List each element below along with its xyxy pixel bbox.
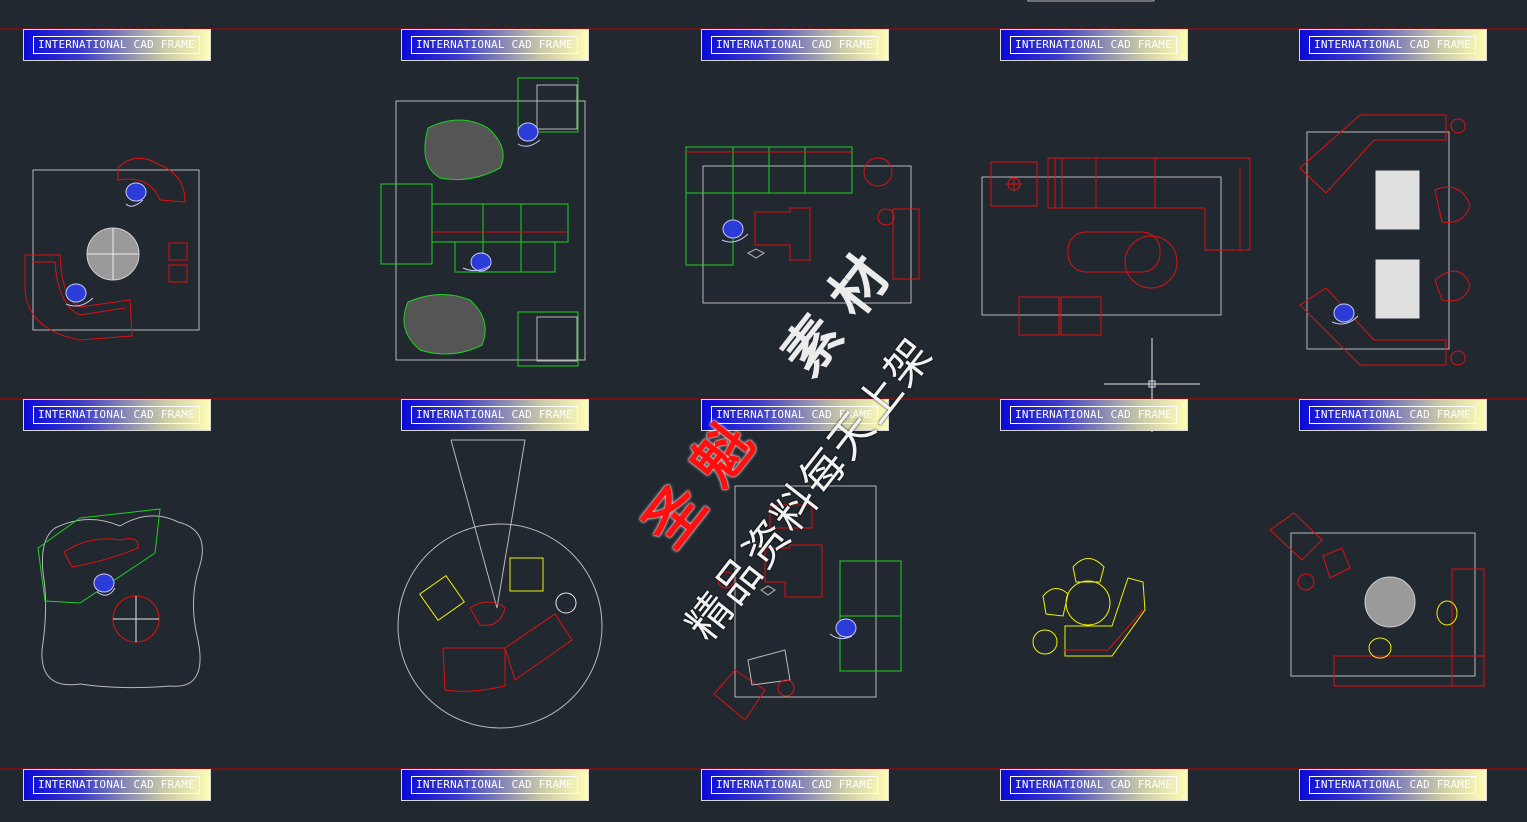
person-marker-icon xyxy=(125,182,147,207)
frame-title-block[interactable]: INTERNATIONAL CAD FRAME xyxy=(701,399,889,431)
frame-title-block[interactable]: INTERNATIONAL CAD FRAME xyxy=(701,769,889,801)
frame-title-block[interactable]: INTERNATIONAL CAD FRAME xyxy=(1299,29,1487,61)
frame-title-text: INTERNATIONAL CAD FRAME xyxy=(1309,776,1476,794)
frame-title-block[interactable]: INTERNATIONAL CAD FRAME xyxy=(1000,399,1188,431)
frame-title-text: INTERNATIONAL CAD FRAME xyxy=(33,776,200,794)
frame-title-block[interactable]: INTERNATIONAL CAD FRAME xyxy=(1000,29,1188,61)
person-marker-icon xyxy=(93,573,116,596)
frame-title-block[interactable]: INTERNATIONAL CAD FRAME xyxy=(23,769,211,801)
frame-title-text: INTERNATIONAL CAD FRAME xyxy=(711,776,878,794)
frame-title-block[interactable]: INTERNATIONAL CAD FRAME xyxy=(701,29,889,61)
frame-title-text: INTERNATIONAL CAD FRAME xyxy=(711,406,878,424)
frame-title-text: INTERNATIONAL CAD FRAME xyxy=(1010,406,1177,424)
frame-title-block[interactable]: INTERNATIONAL CAD FRAME xyxy=(1299,769,1487,801)
frame-title-text: INTERNATIONAL CAD FRAME xyxy=(1309,406,1476,424)
plan-1-round-table-lounge[interactable] xyxy=(24,157,200,341)
plan-9-dining-corner[interactable] xyxy=(1032,558,1146,657)
plan-4-l-sofa[interactable] xyxy=(981,157,1251,336)
plan-7-round-room[interactable] xyxy=(397,439,603,729)
partial-frame-top xyxy=(1027,0,1155,2)
frame-title-text: INTERNATIONAL CAD FRAME xyxy=(411,776,578,794)
frame-title-block[interactable]: INTERNATIONAL CAD FRAME xyxy=(1000,769,1188,801)
plan-10-corner-lounge[interactable] xyxy=(1269,512,1485,687)
plan-8-lounge-set[interactable] xyxy=(713,485,902,721)
frame-title-text: INTERNATIONAL CAD FRAME xyxy=(1309,36,1476,54)
person-marker-icon xyxy=(1331,303,1359,325)
frame-title-block[interactable]: INTERNATIONAL CAD FRAME xyxy=(23,399,211,431)
frame-title-block[interactable]: INTERNATIONAL CAD FRAME xyxy=(1299,399,1487,431)
plan-3-sectional-and-table[interactable] xyxy=(685,146,920,304)
person-marker-icon xyxy=(721,219,749,243)
person-marker-icon xyxy=(829,618,857,640)
frame-title-block[interactable]: INTERNATIONAL CAD FRAME xyxy=(401,769,589,801)
frame-title-text: INTERNATIONAL CAD FRAME xyxy=(411,36,578,54)
frame-title-text: INTERNATIONAL CAD FRAME xyxy=(33,406,200,424)
person-marker-icon xyxy=(517,122,541,147)
plan-6-organic-rug[interactable] xyxy=(37,508,203,689)
plan-5-chaise-pair[interactable] xyxy=(1299,114,1471,366)
frame-title-text: INTERNATIONAL CAD FRAME xyxy=(1010,776,1177,794)
frame-title-text: INTERNATIONAL CAD FRAME xyxy=(411,406,578,424)
person-marker-icon xyxy=(65,283,94,307)
person-marker-icon xyxy=(462,252,492,272)
frame-title-text: INTERNATIONAL CAD FRAME xyxy=(1010,36,1177,54)
frame-title-block[interactable]: INTERNATIONAL CAD FRAME xyxy=(23,29,211,61)
frame-title-text: INTERNATIONAL CAD FRAME xyxy=(711,36,878,54)
frame-title-text: INTERNATIONAL CAD FRAME xyxy=(33,36,200,54)
plan-2-sofa-with-rugs[interactable] xyxy=(380,77,586,367)
frame-title-block[interactable]: INTERNATIONAL CAD FRAME xyxy=(401,29,589,61)
frame-title-block[interactable]: INTERNATIONAL CAD FRAME xyxy=(401,399,589,431)
